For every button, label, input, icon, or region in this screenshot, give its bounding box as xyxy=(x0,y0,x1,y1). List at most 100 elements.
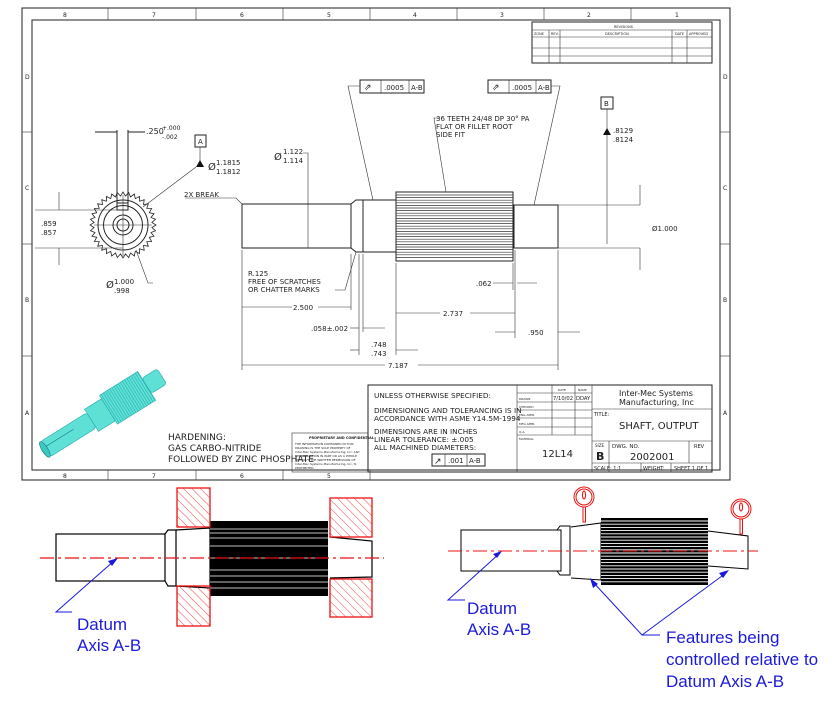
sheet-border: 8 7 6 5 4 3 2 1 D C B A D C B A 8 7 6 5 xyxy=(21,7,731,481)
zone-label: 8 xyxy=(63,473,67,480)
dia-a-lower: 1.1812 xyxy=(216,168,241,176)
dia-left-upper: 1.122 xyxy=(283,148,303,156)
flat-dim-upper: .859 xyxy=(41,220,57,228)
zone-label: 4 xyxy=(413,12,417,19)
end-view: .250 +.000 -.002 A Ø 1.1815 1.1812 .859 … xyxy=(35,125,241,295)
fcf-tolerance: .0005 xyxy=(384,84,404,92)
rev-col-rev: REV. xyxy=(551,32,559,36)
zone-label: C xyxy=(25,185,29,192)
spline-line xyxy=(122,380,141,410)
spline-line xyxy=(113,386,133,416)
hardening-note: HARDENING: GAS CARBO-NITRIDE FOLLOWED BY… xyxy=(168,433,314,465)
note-line: HARDENING: xyxy=(168,433,226,443)
dim-743: .743 xyxy=(371,350,387,358)
material: 12L14 xyxy=(542,449,573,460)
radius-note-3: OR CHATTER MARKS xyxy=(248,286,320,294)
zone-label: 7 xyxy=(152,12,156,19)
zone-label: 6 xyxy=(240,473,244,480)
title-label: TITLE: xyxy=(593,412,610,418)
inches-note: DIMENSIONS ARE IN INCHES xyxy=(374,427,478,436)
zone-label: C xyxy=(723,185,727,192)
proprietary-line: PROHIBITED. xyxy=(295,466,314,470)
dim-7187: 7.187 xyxy=(388,362,408,370)
v-block-support xyxy=(329,578,373,618)
dia-end: Ø1.000 xyxy=(652,225,678,233)
dial-indicator-icon xyxy=(573,486,595,523)
radius-note-1: R.125 xyxy=(248,270,268,278)
diameter-symbol: Ø xyxy=(208,161,216,173)
spline-line xyxy=(130,375,150,405)
v-block-support xyxy=(176,487,211,528)
spline-teeth xyxy=(89,191,157,259)
dia-right-lower: .8124 xyxy=(613,136,634,144)
datum-label: Axis A-B xyxy=(467,620,531,639)
material-label: MATERIAL xyxy=(519,437,534,441)
dial-indicator-icon xyxy=(730,498,752,535)
gear-outline xyxy=(89,191,157,259)
leader-arrow xyxy=(446,552,501,601)
note-line: GAS CARBO-NITRIDE xyxy=(168,444,262,454)
zone-label: D xyxy=(723,74,728,81)
break-note: 2X BREAK xyxy=(184,191,219,199)
v-block-support xyxy=(329,497,373,538)
proprietary-title: PROPRIETARY AND CONFIDENTIAL xyxy=(309,436,375,440)
spline-line xyxy=(126,378,145,408)
sign-row: DRAWN xyxy=(519,397,530,401)
spline-line xyxy=(124,379,143,409)
scale: SCALE: 1:1 xyxy=(594,466,621,472)
spline-line xyxy=(109,388,128,418)
fcf-machined: ↗ .001 A-B xyxy=(431,453,486,467)
weight: WEIGHT: xyxy=(643,466,665,472)
zone-label: D xyxy=(25,74,30,81)
leader-arrow xyxy=(591,580,660,636)
sign-row: MFG APPR. xyxy=(519,422,535,426)
rev-label: REV xyxy=(694,444,705,450)
proprietary-box: PROPRIETARY AND CONFIDENTIAL THE INFORMA… xyxy=(291,432,375,473)
datum-triangle-icon xyxy=(196,160,204,167)
v-block-support xyxy=(176,585,211,627)
spline-line xyxy=(107,390,126,420)
zone-label: 6 xyxy=(240,12,244,19)
rev-col-approved: APPROVED xyxy=(689,32,708,36)
company-name: Manufacturing, Inc xyxy=(619,398,694,407)
spline-line xyxy=(134,372,154,402)
circular-runout-icon: ⇗ xyxy=(492,83,500,93)
spline-note-1: 36 TEETH 24/48 DP 30° PA xyxy=(436,115,530,123)
fcf-tolerance: .0005 xyxy=(512,84,532,92)
datum-label: Datum xyxy=(77,615,127,634)
circular-runout-icon: ⇗ xyxy=(364,83,372,93)
rev-col-date: DATE xyxy=(675,32,684,36)
sign-row: ENG APPR. xyxy=(519,413,535,417)
spline-line xyxy=(103,392,122,422)
spline-line xyxy=(136,371,156,401)
diameter-symbol: Ø xyxy=(106,279,114,291)
features-label: controlled relative to xyxy=(666,650,818,669)
dim-748: .748 xyxy=(371,341,387,349)
title-block: UNLESS OTHERWISE SPECIFIED: DIMENSIONING… xyxy=(367,384,713,473)
spline-line xyxy=(111,387,130,417)
rev-col-description: DESCRIPTION xyxy=(605,32,629,36)
spline-line xyxy=(132,374,152,404)
leader-arrow xyxy=(641,572,727,636)
drawn-date: 7/10/02 xyxy=(553,396,573,402)
spline-line xyxy=(120,382,139,412)
leader-arrow xyxy=(54,559,116,613)
keyway-tol-upper: +.000 xyxy=(162,125,181,132)
dim-2500: 2.500 xyxy=(293,304,313,312)
revisions-title: REVISIONS xyxy=(614,25,634,29)
company-name: Inter-Mec Systems xyxy=(619,389,693,398)
fcf-datum: A-B xyxy=(538,84,550,92)
datum-label: Datum xyxy=(467,599,517,618)
spline-line xyxy=(100,394,120,424)
dim-tol-note: ACCORDANCE WITH ASME Y14.5M-1994 xyxy=(374,414,521,423)
proprietary-line: Inter-Mec Systems Manufacturing, Inc. IS xyxy=(295,462,357,466)
spline-lines xyxy=(601,520,708,583)
spline-teeth-lines xyxy=(396,194,513,258)
fcf-datum: A-B xyxy=(469,457,481,465)
dia-a-upper: 1.1815 xyxy=(216,159,241,167)
dim-950: .950 xyxy=(528,329,544,337)
proprietary-line: THE INFORMATION CONTAINED IN THIS xyxy=(294,442,354,446)
keyway-tol-lower: -.002 xyxy=(162,134,178,141)
fcf-datum: A-B xyxy=(411,84,423,92)
